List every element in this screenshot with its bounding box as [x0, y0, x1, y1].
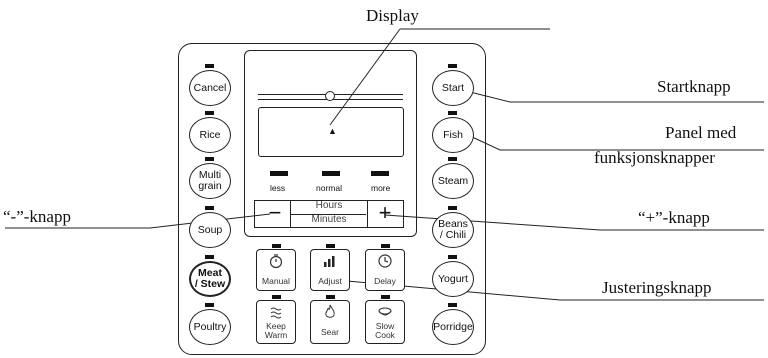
fish-button[interactable]: Fish [432, 117, 474, 153]
plus-button[interactable]: + [378, 200, 392, 225]
lcd-screen [258, 107, 404, 157]
led-meat-stew [205, 255, 214, 259]
soup-label: Soup [197, 223, 223, 236]
soup-button[interactable]: Soup [189, 212, 231, 248]
minutes-label: Minutes [311, 214, 347, 225]
hours-label: Hours [315, 200, 343, 211]
control-panel [178, 43, 486, 355]
beans-chili-button[interactable]: Beans / Chili [432, 212, 474, 248]
slow-cook-label: Slow Cook [375, 321, 395, 340]
delay-button[interactable]: Delay [365, 249, 405, 291]
adjust-label: Adjust [318, 276, 342, 286]
led-keep-warm [272, 295, 281, 299]
callout-adjust: Justeringsknapp [602, 278, 712, 297]
multigrain-label: Multi grain [198, 169, 222, 192]
callout-minus: “-”-knapp [3, 207, 71, 226]
keep-warm-label: Keep Warm [264, 321, 288, 340]
heat-waves-icon [257, 304, 295, 320]
sear-button[interactable]: Sear [310, 300, 350, 344]
level-led-normal [322, 171, 340, 176]
meat-stew-label: Meat / Stew [194, 267, 226, 290]
porridge-label: Porridge [433, 320, 473, 333]
level-label-more: more [371, 183, 391, 193]
bars-icon [311, 253, 349, 269]
led-poultry [205, 303, 214, 307]
callout-start: Startknapp [657, 77, 731, 96]
display-window [244, 50, 417, 237]
beans-chili-label: Beans / Chili [438, 218, 468, 241]
cancel-button[interactable]: Cancel [189, 70, 231, 106]
indicator-circle-icon [325, 91, 335, 101]
led-delay [381, 244, 390, 248]
adjust-button[interactable]: Adjust [310, 249, 350, 291]
callout-plus: “+”-knapp [638, 208, 710, 227]
callout-panel-line2: funksjonsknapper [594, 148, 715, 167]
manual-button[interactable]: Manual [256, 249, 296, 291]
clock-icon [366, 253, 404, 269]
callout-display: Display [366, 6, 419, 25]
led-rice [205, 111, 214, 115]
level-led-less [270, 171, 288, 176]
rice-label: Rice [199, 128, 221, 141]
level-label-less: less [270, 183, 286, 193]
poultry-label: Poultry [193, 320, 227, 333]
sear-label: Sear [321, 327, 339, 337]
meat-stew-button[interactable]: Meat / Stew [189, 261, 231, 297]
led-manual [272, 244, 281, 248]
slow-cook-button[interactable]: Slow Cook [365, 300, 405, 344]
start-button[interactable]: Start [432, 70, 474, 106]
steam-button[interactable]: Steam [432, 163, 474, 199]
porridge-button[interactable]: Porridge [432, 309, 474, 345]
led-adjust [326, 244, 335, 248]
led-slow-cook [381, 295, 390, 299]
yogurt-label: Yogurt [438, 272, 468, 285]
led-cancel [205, 64, 214, 68]
timer-icon [257, 253, 295, 269]
display-marker: ▲ [328, 126, 337, 136]
manual-label: Manual [262, 276, 290, 286]
led-sear [326, 295, 335, 299]
fish-label: Fish [443, 128, 463, 141]
led-porridge [448, 303, 457, 307]
start-label: Start [441, 81, 465, 94]
poultry-button[interactable]: Poultry [189, 309, 231, 345]
time-selector [254, 200, 404, 228]
led-start [448, 64, 457, 68]
led-steam [448, 157, 457, 161]
flame-icon [311, 304, 349, 320]
led-yogurt [448, 255, 457, 259]
multigrain-button[interactable]: Multi grain [189, 163, 231, 199]
yogurt-button[interactable]: Yogurt [432, 261, 474, 297]
rice-button[interactable]: Rice [189, 117, 231, 153]
pot-icon [366, 304, 404, 320]
led-beans-chili [448, 206, 457, 210]
steam-label: Steam [437, 174, 469, 187]
level-label-normal: normal [316, 183, 342, 193]
led-multigrain [205, 157, 214, 161]
delay-label: Delay [374, 276, 396, 286]
callout-panel-line1: Panel med [665, 123, 737, 142]
cancel-label: Cancel [193, 81, 227, 94]
keep-warm-button[interactable]: Keep Warm [256, 300, 296, 344]
level-led-more [371, 171, 389, 176]
led-fish [448, 111, 457, 115]
minus-button[interactable]: − [268, 200, 282, 225]
display-divider [258, 91, 403, 102]
led-soup [205, 206, 214, 210]
